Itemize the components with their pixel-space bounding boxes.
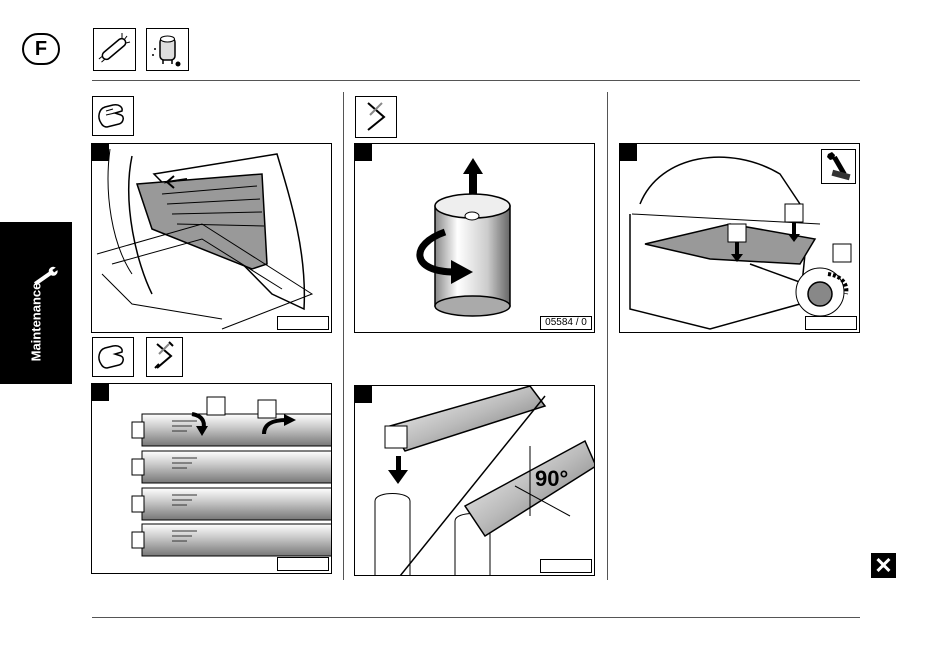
figure-acrylic-removal [619,143,860,333]
figure-number-box [805,316,857,330]
figure-number-box [277,316,329,330]
lamp-icon [93,28,136,71]
figure-canopy-open [91,143,332,333]
footer-rule [92,617,860,618]
figure-number-box [277,557,329,571]
angle-label: 90° [535,466,568,491]
column-divider-1 [343,92,344,580]
figure-starter-removal: 05584 / 0 [354,143,595,333]
step-marker [355,144,372,161]
step-marker [92,384,109,401]
starter-icon [146,28,189,71]
twist-icon [146,337,183,377]
side-tab-label: Maintenance [29,283,44,362]
language-badge: F [22,33,60,65]
step-marker [355,386,372,403]
step-marker [92,144,109,161]
maintenance-tab: Maintenance [0,222,72,384]
close-icon[interactable]: ✕ [871,553,896,578]
figure-number-box: 05584 / 0 [540,316,592,330]
figure-lamp-rotation [91,383,332,574]
lamp-tubes [132,414,332,556]
figure-number-box [540,559,592,573]
column-divider-2 [607,92,608,580]
hex-key-icon [821,149,856,184]
figure-lamp-insert: 90° [354,385,595,576]
step-marker [620,144,637,161]
gloves-icon [92,337,134,377]
header-rule [92,80,860,81]
gloves-icon [92,96,134,136]
twist-icon [355,96,397,138]
